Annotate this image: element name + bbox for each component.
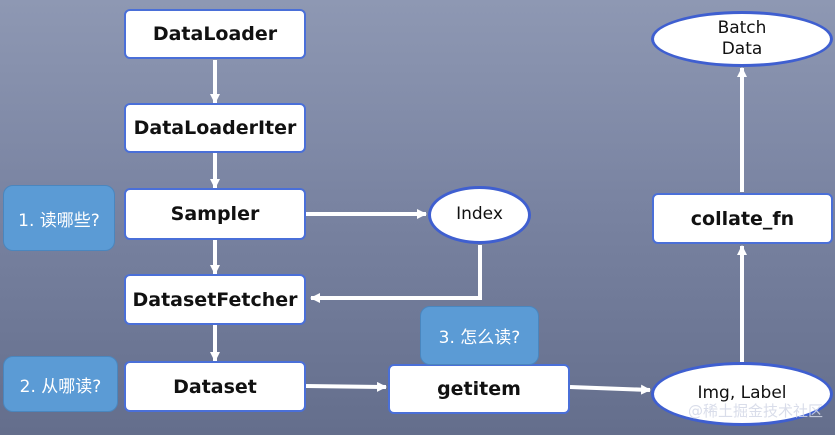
index-node: Index: [428, 186, 531, 244]
img-label-node: Img, Label: [651, 362, 833, 426]
index-label: Index: [456, 204, 503, 225]
getitem-node: getitem: [388, 364, 570, 414]
arrow-dataset-to-getitem: [305, 381, 387, 392]
batch-data-node: Batch Data: [651, 11, 833, 67]
sampler-node: Sampler: [124, 188, 306, 240]
note-read-which-text: 1. 读哪些?: [18, 210, 100, 231]
note-read-which: 1. 读哪些?: [3, 185, 115, 251]
note-how-read: 3. 怎么读?: [420, 306, 539, 365]
arrow-index-to-fetcher: [310, 245, 482, 303]
batch-data-line1: Batch: [717, 17, 767, 38]
dataset-label: Dataset: [173, 375, 257, 398]
arrow-getitem-to-imglabel: [569, 384, 651, 395]
dataloader-node: DataLoader: [124, 9, 306, 59]
collate-fn-label: collate_fn: [690, 207, 795, 230]
watermark-text: @稀土掘金技术社区: [687, 402, 823, 420]
dataset-node: Dataset: [124, 361, 306, 412]
note-read-from-text: 2. 从哪读?: [19, 376, 102, 397]
dataloader-iter-node: DataLoaderIter: [124, 103, 306, 153]
dataloader-iter-label: DataLoaderIter: [133, 117, 297, 139]
sampler-label: Sampler: [170, 203, 260, 225]
collate-fn-node: collate_fn: [652, 193, 833, 244]
note-how-read-text: 3. 怎么读?: [438, 328, 521, 348]
getitem-label: getitem: [437, 378, 521, 400]
dataloader-label: DataLoader: [152, 23, 278, 45]
img-label-label: Img, Label: [697, 383, 787, 404]
dataset-fetcher-node: DatasetFetcher: [124, 274, 306, 325]
note-read-from: 2. 从哪读?: [3, 356, 118, 412]
dataset-fetcher-label: DatasetFetcher: [132, 288, 298, 311]
batch-data-line2: Data: [721, 39, 763, 59]
